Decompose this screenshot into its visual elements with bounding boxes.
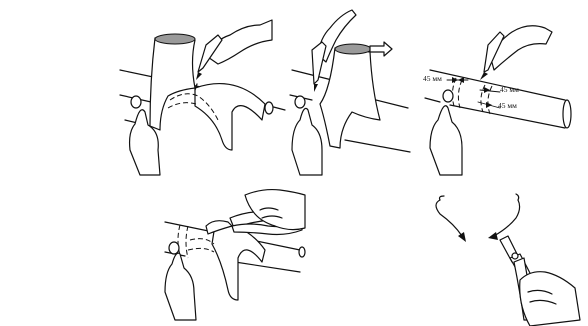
dim-head	[452, 77, 458, 83]
fitting-sleeve	[319, 47, 381, 149]
finger	[259, 207, 279, 211]
thumb	[442, 89, 454, 103]
saddle-shape	[194, 82, 266, 151]
arrow-head	[458, 232, 466, 242]
fitting-sleeve	[149, 37, 196, 131]
arrow-right-icon	[369, 41, 393, 57]
panel-4	[164, 188, 306, 321]
dimension-label-right-top: 45 мм	[500, 85, 519, 94]
fitting-opening	[154, 33, 196, 45]
thumb	[130, 95, 142, 109]
hand-icon	[519, 271, 581, 326]
cut-ring	[185, 225, 189, 259]
hand-icon	[429, 105, 463, 176]
curved-arrow-icon	[435, 199, 463, 237]
dim-head	[484, 87, 490, 93]
pipe-end	[562, 99, 572, 129]
pipe-edge-bottom	[234, 261, 301, 273]
saddle-shape	[211, 224, 266, 301]
ring-4	[487, 85, 493, 115]
pipe-end	[264, 101, 274, 115]
panel-5	[435, 193, 581, 326]
dim-head	[458, 77, 464, 83]
dimension-label-right-bottom: 45 мм	[498, 101, 517, 110]
cut-ring	[177, 224, 181, 256]
dim-head	[486, 102, 492, 108]
pipe-edge-bottom	[449, 104, 566, 129]
arrow-hook	[438, 195, 445, 201]
pipe-edge-top	[429, 69, 566, 101]
pipe-edge-left	[424, 97, 441, 103]
cut-line	[169, 93, 219, 121]
pencil-tip	[196, 72, 202, 80]
ring-3	[480, 84, 486, 113]
dimension-label-left: 45 мм	[423, 74, 442, 83]
mark-stroke	[194, 83, 198, 91]
curved-arrow-icon	[493, 199, 521, 237]
ring-2	[457, 79, 463, 109]
hand-icon	[128, 109, 161, 176]
dim-arrow-right-top	[479, 89, 501, 93]
hand-icon	[164, 252, 197, 321]
finger	[529, 299, 557, 305]
finger	[527, 289, 553, 295]
pencil-icon	[311, 41, 327, 85]
cut-line-2	[167, 102, 197, 109]
pencil-icon	[197, 34, 223, 73]
pipe-edge-bottom	[344, 139, 411, 153]
thumb	[168, 241, 180, 255]
pliers-pivot	[511, 252, 519, 260]
panel-2	[289, 9, 411, 176]
pencil-tip	[314, 84, 318, 92]
arrow-hook	[515, 193, 520, 201]
fitting-opening	[334, 43, 372, 55]
panel-1	[119, 19, 286, 176]
hand-icon	[291, 107, 323, 176]
hand-icon	[204, 19, 273, 65]
panel-3: 45 мм 45 мм 45 мм	[423, 25, 572, 176]
pencil-tip	[480, 72, 488, 80]
finger	[261, 215, 283, 219]
thumb	[294, 95, 306, 109]
pipe-end	[298, 246, 306, 258]
hand-icon	[317, 9, 357, 63]
hand-icon	[489, 25, 553, 71]
cut-line	[189, 238, 215, 245]
cut-line	[187, 247, 215, 253]
pencil-icon	[483, 31, 505, 73]
arrow-head	[488, 232, 498, 240]
